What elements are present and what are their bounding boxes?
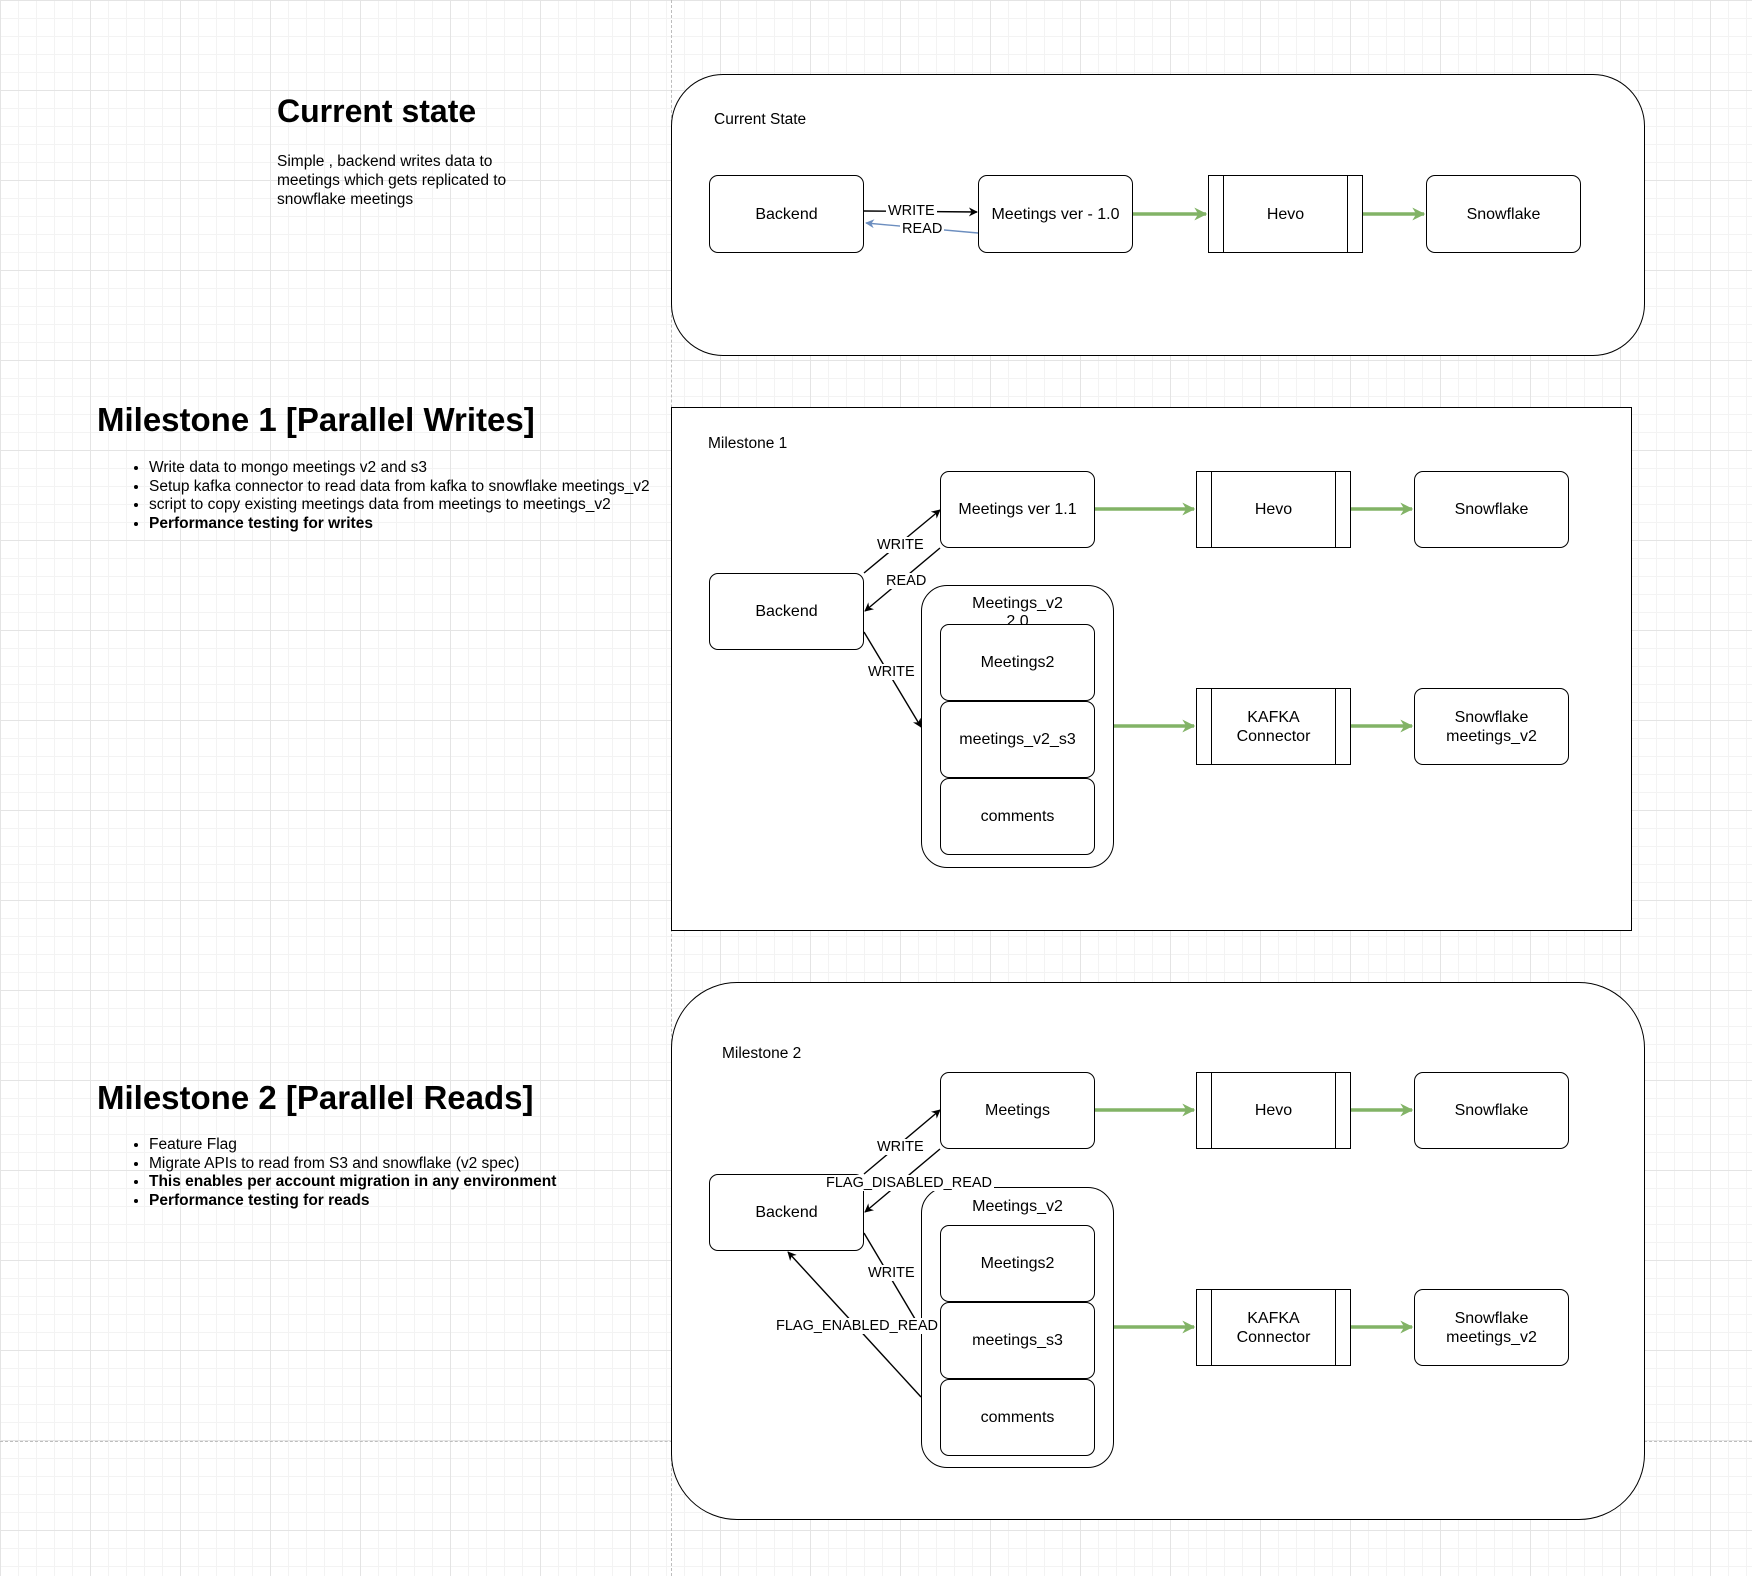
milestone2-label: Milestone 2 [722, 1045, 802, 1062]
current-snowflake-node[interactable]: Snowflake [1426, 175, 1581, 253]
m1-read-label: READ [884, 573, 929, 589]
m1-meetings-node[interactable]: Meetings ver 1.1 [940, 471, 1095, 548]
m2-snowflake-node[interactable]: Snowflake [1414, 1072, 1569, 1149]
m2-hevo-node[interactable]: Hevo [1196, 1072, 1351, 1149]
m2-store-item[interactable]: comments [940, 1379, 1095, 1456]
m2-store-title: Meetings_v2 [972, 1198, 1063, 1215]
current-write-label: WRITE [886, 203, 937, 219]
m1-hevo-node[interactable]: Hevo [1196, 471, 1351, 548]
m2-flag-enabled-label: FLAG_ENABLED_READ [774, 1318, 940, 1334]
current-backend-node[interactable]: Backend [709, 175, 864, 253]
m2-flag-disabled-label: FLAG_DISABLED_READ [824, 1175, 995, 1191]
m2-store-item[interactable]: meetings_s3 [940, 1302, 1095, 1379]
milestone1-note: script to copy existing meetings data fr… [149, 496, 709, 515]
m1-snowflake-v2-node[interactable]: Snowflake meetings_v2 [1414, 688, 1569, 765]
milestone2-note: Performance testing for reads [149, 1192, 709, 1211]
milestone2-note: This enables per account migration in an… [149, 1173, 709, 1192]
m2-backend-node[interactable]: Backend [709, 1174, 864, 1251]
m1-store-item[interactable]: meetings_v2_s3 [940, 701, 1095, 778]
m2-write-top-label: WRITE [875, 1139, 926, 1155]
milestone1-note: Write data to mongo meetings v2 and s3 [149, 459, 709, 478]
milestone1-title: Milestone 1 [Parallel Writes] [97, 401, 535, 438]
milestone1-note: Setup kafka connector to read data from … [149, 478, 709, 497]
m2-kafka-connector-node[interactable]: KAFKA Connector [1196, 1289, 1351, 1366]
milestone1-note: Performance testing for writes [149, 515, 709, 534]
current-state-title: Current state [277, 93, 477, 129]
m1-write-bottom-label: WRITE [866, 664, 917, 680]
milestone2-container[interactable]: Milestone 2 [671, 982, 1645, 1520]
m1-backend-node[interactable]: Backend [709, 573, 864, 650]
current-state-label: Current State [714, 111, 807, 128]
m2-meetings-node[interactable]: Meetings [940, 1072, 1095, 1149]
current-hevo-node[interactable]: Hevo [1208, 175, 1363, 253]
m2-write-bottom-label: WRITE [866, 1265, 917, 1281]
m1-store-item[interactable]: comments [940, 778, 1095, 855]
m2-store-item[interactable]: Meetings2 [940, 1225, 1095, 1302]
m2-snowflake-v2-node[interactable]: Snowflake meetings_v2 [1414, 1289, 1569, 1366]
m1-snowflake-node[interactable]: Snowflake [1414, 471, 1569, 548]
m1-store-item[interactable]: Meetings2 [940, 624, 1095, 701]
milestone2-notes: Feature Flag Migrate APIs to read from S… [97, 1136, 709, 1211]
current-state-description: Simple , backend writes data to meetings… [277, 153, 507, 208]
milestone2-note: Migrate APIs to read from S3 and snowfla… [149, 1155, 709, 1174]
m1-kafka-connector-node[interactable]: KAFKA Connector [1196, 688, 1351, 765]
current-meetings-node[interactable]: Meetings ver - 1.0 [978, 175, 1133, 253]
m1-write-top-label: WRITE [875, 537, 926, 553]
milestone1-label: Milestone 1 [708, 435, 788, 452]
milestone1-notes: Write data to mongo meetings v2 and s3 S… [97, 459, 709, 534]
milestone2-note: Feature Flag [149, 1136, 709, 1155]
current-read-label: READ [900, 221, 945, 237]
milestone2-title: Milestone 2 [Parallel Reads] [97, 1079, 534, 1116]
